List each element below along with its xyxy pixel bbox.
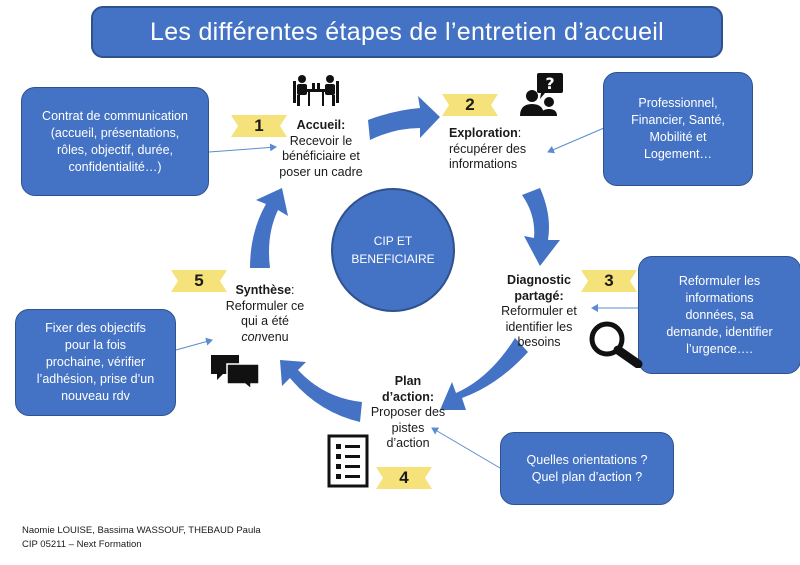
step-exploration: Exploration: récupérer des informations [449, 126, 559, 173]
cycle-arrow-3-4 [440, 338, 528, 410]
magnifier-icon [589, 321, 643, 368]
step-synthese-text-a: Reformuler ce qui a été [225, 298, 305, 329]
step-plan: Plan d’action: Proposer des pistes d’act… [353, 374, 463, 452]
cycle-arrow-2-3 [522, 188, 560, 266]
meeting-table-icon [293, 75, 339, 106]
step-plan-heading: Plan d’action: [381, 374, 435, 404]
step-badge-2: 2 [442, 91, 498, 119]
note-reformulate-text: Reformuler les informations données, sa … [666, 273, 773, 356]
note-orientations-text: Quelles orientations ? Quel plan d’actio… [526, 452, 648, 484]
footer: Naomie LOUISE, Bassima WASSOUF, THEBAUD … [22, 524, 261, 552]
step-diagnostic: Diagnostic partagé: Reformuler et identi… [489, 273, 589, 351]
step-diagnostic-heading: Diagnostic partagé: [507, 273, 571, 303]
title-banner: Les différentes étapes de l’entretien d’… [91, 6, 723, 58]
checklist-icon [327, 434, 369, 488]
connector-orientations [431, 427, 501, 469]
cycle-arrow-5-1 [250, 188, 288, 268]
note-domains: Professionnel, Financier, Santé, Mobilit… [603, 72, 753, 186]
step-badge-5: 5 [171, 267, 227, 295]
cycle-arrow-4-5 [280, 360, 362, 422]
chat-bubbles-icon [211, 355, 260, 390]
question-person-icon: ? [520, 73, 563, 116]
center-circle: CIP ET BENEFICIAIRE [331, 188, 455, 312]
step-diagnostic-text: Reformuler et identifier les besoins [501, 304, 577, 349]
step-synthese-text-b: venu [261, 329, 289, 344]
connector-domains [547, 127, 605, 154]
step-number-1: 1 [254, 116, 264, 135]
note-domains-text: Professionnel, Financier, Santé, Mobilit… [631, 96, 725, 161]
note-objectives: Fixer des objectifs pour la fois prochai… [15, 309, 176, 416]
step-number-3: 3 [604, 271, 614, 290]
step-badge-4: 4 [376, 464, 432, 492]
step-exploration-heading: Exploration [449, 126, 518, 140]
step-synthese-text-italic: con [241, 329, 262, 344]
step-synthese: Synthèse: Reformuler ce qui a été conven… [210, 283, 320, 345]
step-accueil: Accueil: Recevoir le bénéficiaire et pos… [266, 118, 376, 180]
footer-authors: Naomie LOUISE, Bassima WASSOUF, THEBAUD … [22, 525, 261, 536]
note-contract: Contrat de communication (accueil, prése… [21, 87, 209, 196]
note-reformulate: Reformuler les informations données, sa … [638, 256, 800, 374]
note-contract-text: Contrat de communication (accueil, prése… [42, 108, 188, 174]
step-number-5: 5 [194, 271, 204, 290]
step-badge-3: 3 [581, 267, 637, 295]
connector-contract [208, 143, 277, 153]
step-accueil-heading: Accueil: [296, 118, 346, 132]
step-exploration-text: récupérer des informations [449, 141, 527, 172]
note-objectives-text: Fixer des objectifs pour la fois prochai… [36, 321, 155, 403]
step-synthese-colon: : [291, 283, 295, 297]
step-accueil-text: Recevoir le bénéficiaire et poser un cad… [279, 133, 363, 179]
step-plan-text: Proposer des pistes d’action [370, 405, 446, 450]
step-exploration-colon: : [517, 126, 522, 140]
step-number-2: 2 [465, 95, 475, 114]
page-title: Les différentes étapes de l’entretien d’… [150, 17, 664, 46]
step-number-4: 4 [399, 468, 409, 487]
cycle-arrow-1-2 [368, 96, 440, 140]
svg-text:?: ? [545, 74, 554, 93]
footer-course: CIP 05211 – Next Formation [22, 539, 142, 550]
step-badge-1: 1 [231, 112, 287, 140]
step-synthese-heading: Synthèse [235, 283, 292, 297]
note-orientations: Quelles orientations ? Quel plan d’actio… [500, 432, 674, 505]
connector-objectives [175, 337, 213, 351]
